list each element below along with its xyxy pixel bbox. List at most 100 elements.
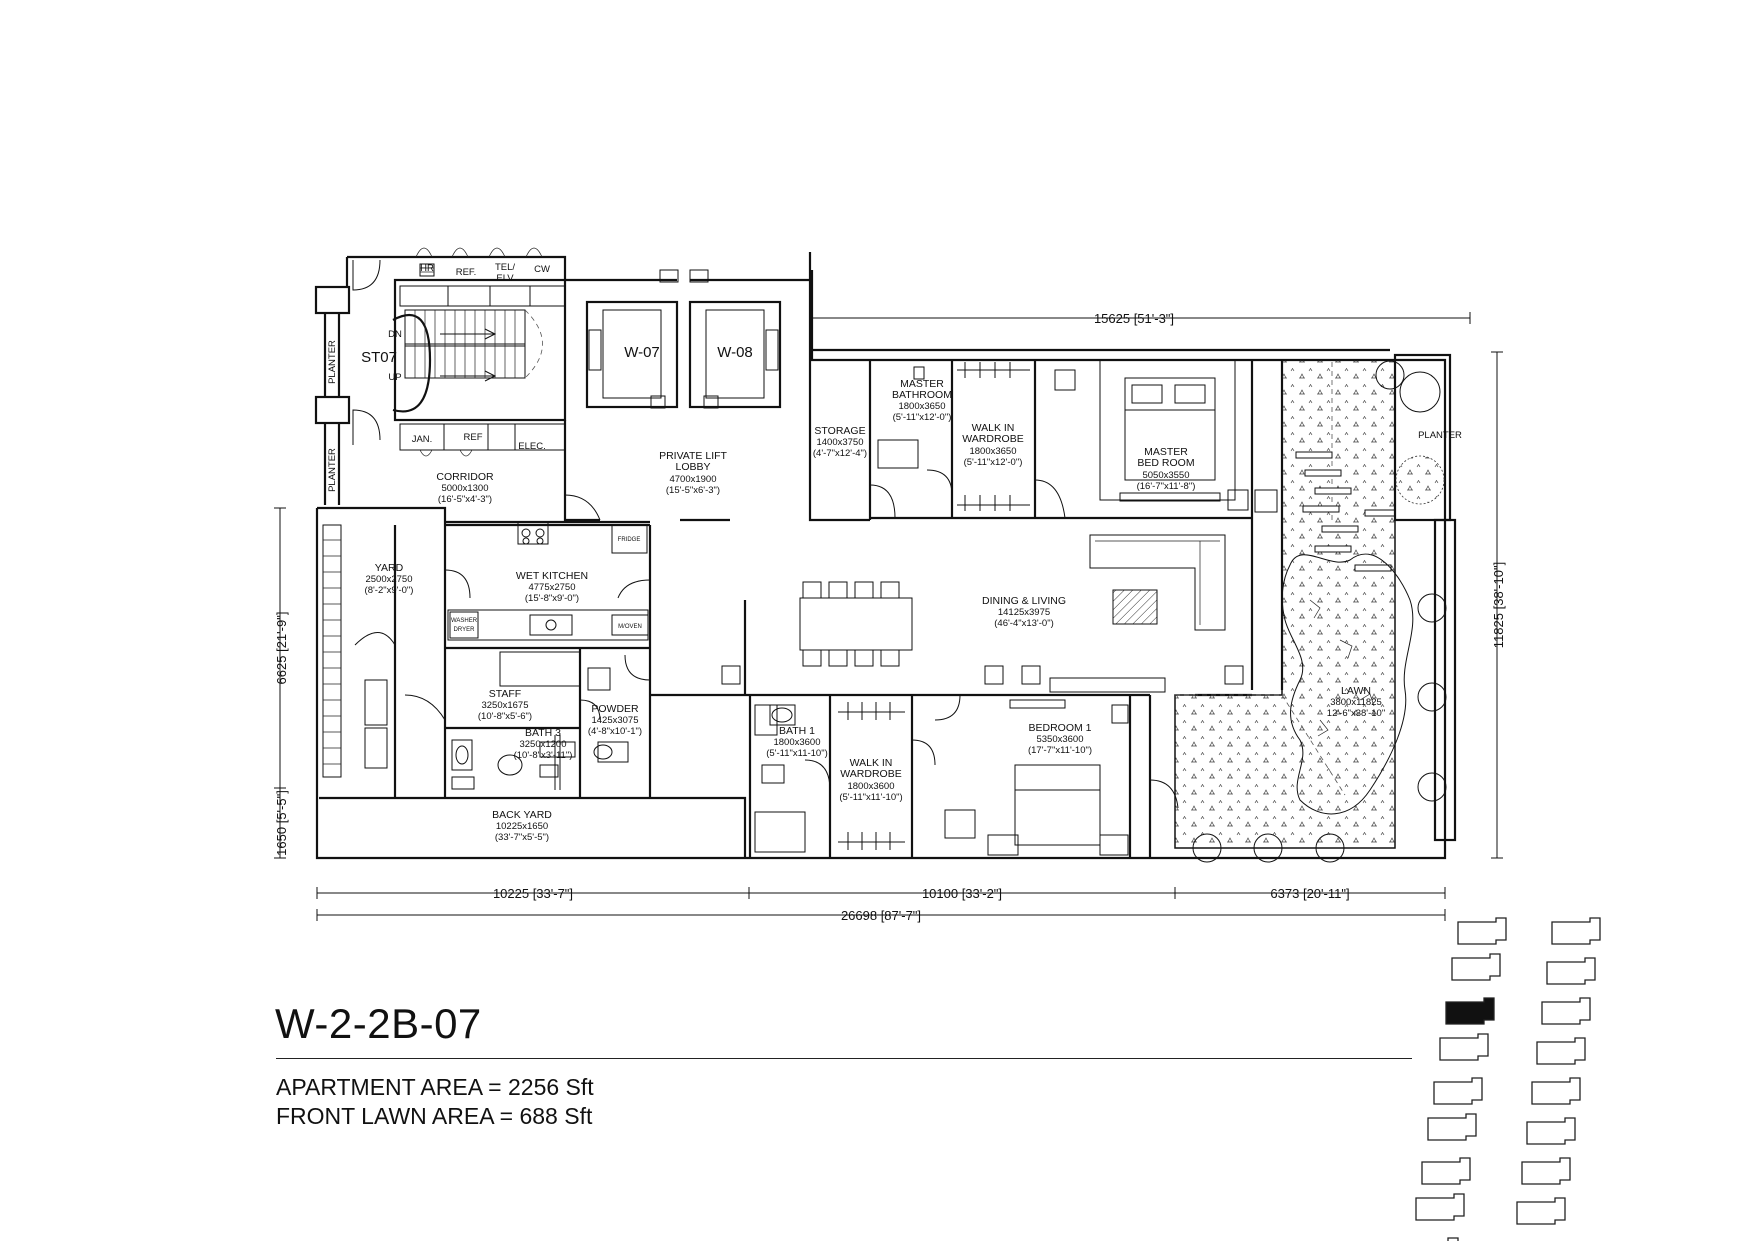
yard-name: YARD — [375, 562, 404, 574]
ref-bottom-label: REF — [464, 432, 483, 443]
lawn-imperial: 12'-6"x38'-10" — [1327, 708, 1385, 719]
master-bed-name-1: MASTER — [1144, 446, 1188, 458]
powder-size: 1425x3075 — [591, 715, 638, 726]
lobby-name-1: PRIVATE LIFT — [659, 450, 727, 462]
planter-left-top-label: PLANTER — [327, 340, 338, 384]
key-plan-unit — [1457, 917, 1507, 945]
dim-bottom-total: 26698 [87'-7"] — [841, 908, 921, 923]
powder-name: POWDER — [591, 703, 639, 715]
walkin-1-imperial: (5'-11"x11'-10") — [839, 792, 902, 803]
walkin-master-name-1: WALK IN — [972, 422, 1015, 434]
kitchen-imperial: (15'-8"x9'-0") — [525, 593, 579, 604]
lawn-area — [1174, 353, 1457, 863]
corridor-name: CORRIDOR — [436, 471, 494, 483]
upper-rooms — [812, 348, 1390, 690]
key-plan-unit — [1445, 997, 1495, 1025]
master-bed-imperial: (16'-7"x11'-8") — [1137, 481, 1196, 492]
master-bath-size: 1800x3650 — [898, 401, 945, 412]
key-plan-unit — [1541, 997, 1591, 1025]
dining-name: DINING & LIVING — [982, 595, 1066, 607]
key-plan-unit — [1531, 1077, 1581, 1105]
backyard-imperial: (33'-7"x5'-5") — [495, 832, 549, 843]
stair-up-label: UP — [388, 372, 401, 383]
bath3-name: BATH 3 — [525, 727, 561, 739]
master-bed-size: 5050x3550 — [1142, 470, 1189, 481]
stair-label: ST07 — [361, 349, 397, 366]
kitchen-size: 4775x2750 — [528, 582, 575, 593]
key-plan-unit — [1415, 1193, 1465, 1221]
staff-size: 3250x1675 — [481, 700, 528, 711]
walkin-master-size: 1800x3650 — [969, 446, 1016, 457]
key-plan-unit — [1521, 1157, 1571, 1185]
ref-top-label: REF. — [456, 267, 477, 278]
fridge-label: FRIDGE — [618, 537, 641, 543]
dining-imperial: (46'-4"x13'-0") — [994, 618, 1053, 629]
key-plan-unit — [1516, 1197, 1566, 1225]
storage-size: 1400x3750 — [816, 437, 863, 448]
dim-bottom-2: 10100 [33'-2"] — [922, 886, 1002, 901]
bedroom-wing — [748, 695, 1179, 858]
walkin-master-name-2: WARDROBE — [962, 433, 1023, 445]
key-plan-unit — [1421, 1157, 1471, 1185]
yard-imperial: (8'-2"x9'-0") — [365, 585, 414, 596]
dim-bottom-1: 10225 [33'-7"] — [493, 886, 573, 901]
storage-imperial: (4'-7"x12'-4") — [813, 448, 867, 459]
walkin-1-name-2: WARDROBE — [840, 768, 901, 780]
outer-walls — [314, 252, 1447, 860]
master-bath-imperial: (5'-11"x12'-0") — [893, 412, 952, 423]
lift-w07-label: W-07 — [624, 344, 660, 361]
master-bed-name-2: BED ROOM — [1137, 457, 1194, 469]
key-plan — [1415, 917, 1601, 1241]
key-plan-unit — [1427, 1113, 1477, 1141]
key-plan-unit — [1551, 917, 1601, 945]
apartment-area-text: APARTMENT AREA = 2256 Sft — [276, 1074, 594, 1100]
cw-label: CW — [534, 264, 550, 275]
stair-core — [352, 247, 567, 457]
service-rooms — [322, 520, 652, 798]
backyard-size: 10225x1650 — [496, 821, 548, 832]
living-area — [650, 534, 1252, 721]
key-plan-unit — [1546, 957, 1596, 985]
walkin-1-name-1: WALK IN — [850, 757, 893, 769]
bedroom1-name: BEDROOM 1 — [1028, 722, 1091, 734]
bath1-name: BATH 1 — [779, 725, 815, 737]
dimension-labels: 15625 [51'-3"] 11825 [38'-10"] 6625 [21'… — [274, 311, 1506, 923]
jan-label: JAN. — [412, 434, 433, 445]
lawn-name: LAWN — [1341, 685, 1371, 697]
dim-left-upper: 6625 [21'-9"] — [274, 612, 289, 685]
bedroom1-size: 5350x3600 — [1036, 734, 1083, 745]
master-bath-name-2: BATHROOM — [892, 389, 952, 401]
key-plan-unit — [1433, 1077, 1483, 1105]
bath1-size: 1800x3600 — [773, 737, 820, 748]
elec-label: ELEC. — [518, 441, 545, 452]
elv-label: ELV — [496, 273, 514, 284]
front-lawn-area-text: FRONT LAWN AREA = 688 Sft — [276, 1103, 593, 1129]
lobby-name-2: LOBBY — [675, 461, 710, 473]
staff-name: STAFF — [489, 688, 521, 700]
dim-top: 15625 [51'-3"] — [1094, 311, 1174, 326]
staff-imperial: (10'-8"x5'-6") — [478, 711, 532, 722]
dim-left-lower: 1650 [5'-5"] — [274, 790, 289, 856]
dryer-label: DRYER — [454, 627, 476, 633]
key-plan-unit — [1439, 1033, 1489, 1061]
bath3-size: 3250x1200 — [519, 739, 566, 750]
tel-label: TEL/ — [495, 262, 515, 273]
yard-size: 2500x2750 — [365, 574, 412, 585]
washer-label: WASHER — [451, 618, 478, 624]
bedroom1-imperial: (17'-7"x11'-10") — [1028, 745, 1092, 756]
walkin-master-imperial: (5'-11"x12'-0") — [964, 457, 1023, 468]
lawn-size: 3800x11825 — [1330, 697, 1382, 708]
dim-right: 11825 [38'-10"] — [1491, 562, 1506, 648]
planter-right-label: PLANTER — [1418, 430, 1462, 441]
dining-size: 14125x3975 — [998, 607, 1050, 618]
key-plan-unit — [1536, 1037, 1586, 1065]
title-divider — [276, 1058, 1412, 1059]
powder-imperial: (4'-8"x10'-1") — [588, 726, 642, 737]
hr-label: HR — [420, 263, 434, 274]
lift-w08-label: W-08 — [717, 344, 753, 361]
kitchen-name: WET KITCHEN — [516, 570, 588, 582]
backyard-name: BACK YARD — [492, 809, 552, 821]
dim-bottom-3: 6373 [20'-11"] — [1270, 886, 1349, 901]
lobby-imperial: (15'-5"x6'-3") — [666, 485, 720, 496]
